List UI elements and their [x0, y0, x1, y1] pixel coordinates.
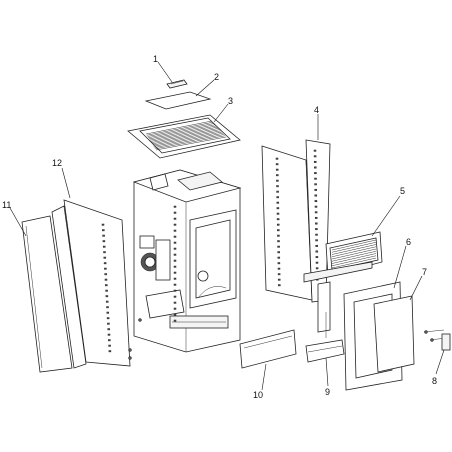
- callout-7: 7: [422, 267, 427, 277]
- callout-4: 4: [314, 105, 319, 115]
- part-5-front-grille: [303, 231, 383, 333]
- callout-8: 8: [432, 376, 437, 386]
- part-10-bottom-plate: [239, 329, 297, 369]
- callout-12: 12: [52, 158, 62, 168]
- part-9-lower-channel: [305, 312, 345, 363]
- callout-5: 5: [400, 186, 405, 196]
- callout-3: 3: [228, 96, 233, 106]
- part-2-top-plate: [144, 91, 212, 110]
- callout-11: 11: [2, 200, 11, 210]
- callout-6: 6: [406, 237, 411, 247]
- callout-2: 2: [214, 72, 219, 82]
- part-7-glass-panel: [373, 295, 415, 373]
- callout-1: 1: [153, 54, 158, 64]
- part-8-hinge: [423, 329, 451, 351]
- part-1-top-bracket: [166, 79, 188, 89]
- leader-lines: [9, 61, 445, 391]
- part-12-inner-side-panel: [51, 199, 131, 369]
- callout-labels: 1 2 3 4 5 6 7 8 9 10 11 12: [2, 54, 437, 400]
- callout-10: 10: [253, 390, 263, 400]
- callout-9: 9: [325, 387, 330, 397]
- part-3-top-grille: [127, 114, 241, 159]
- part-11-left-side-panel: [21, 215, 73, 373]
- main-stove-body: [128, 169, 242, 360]
- part-4-right-side-panel: [261, 139, 331, 303]
